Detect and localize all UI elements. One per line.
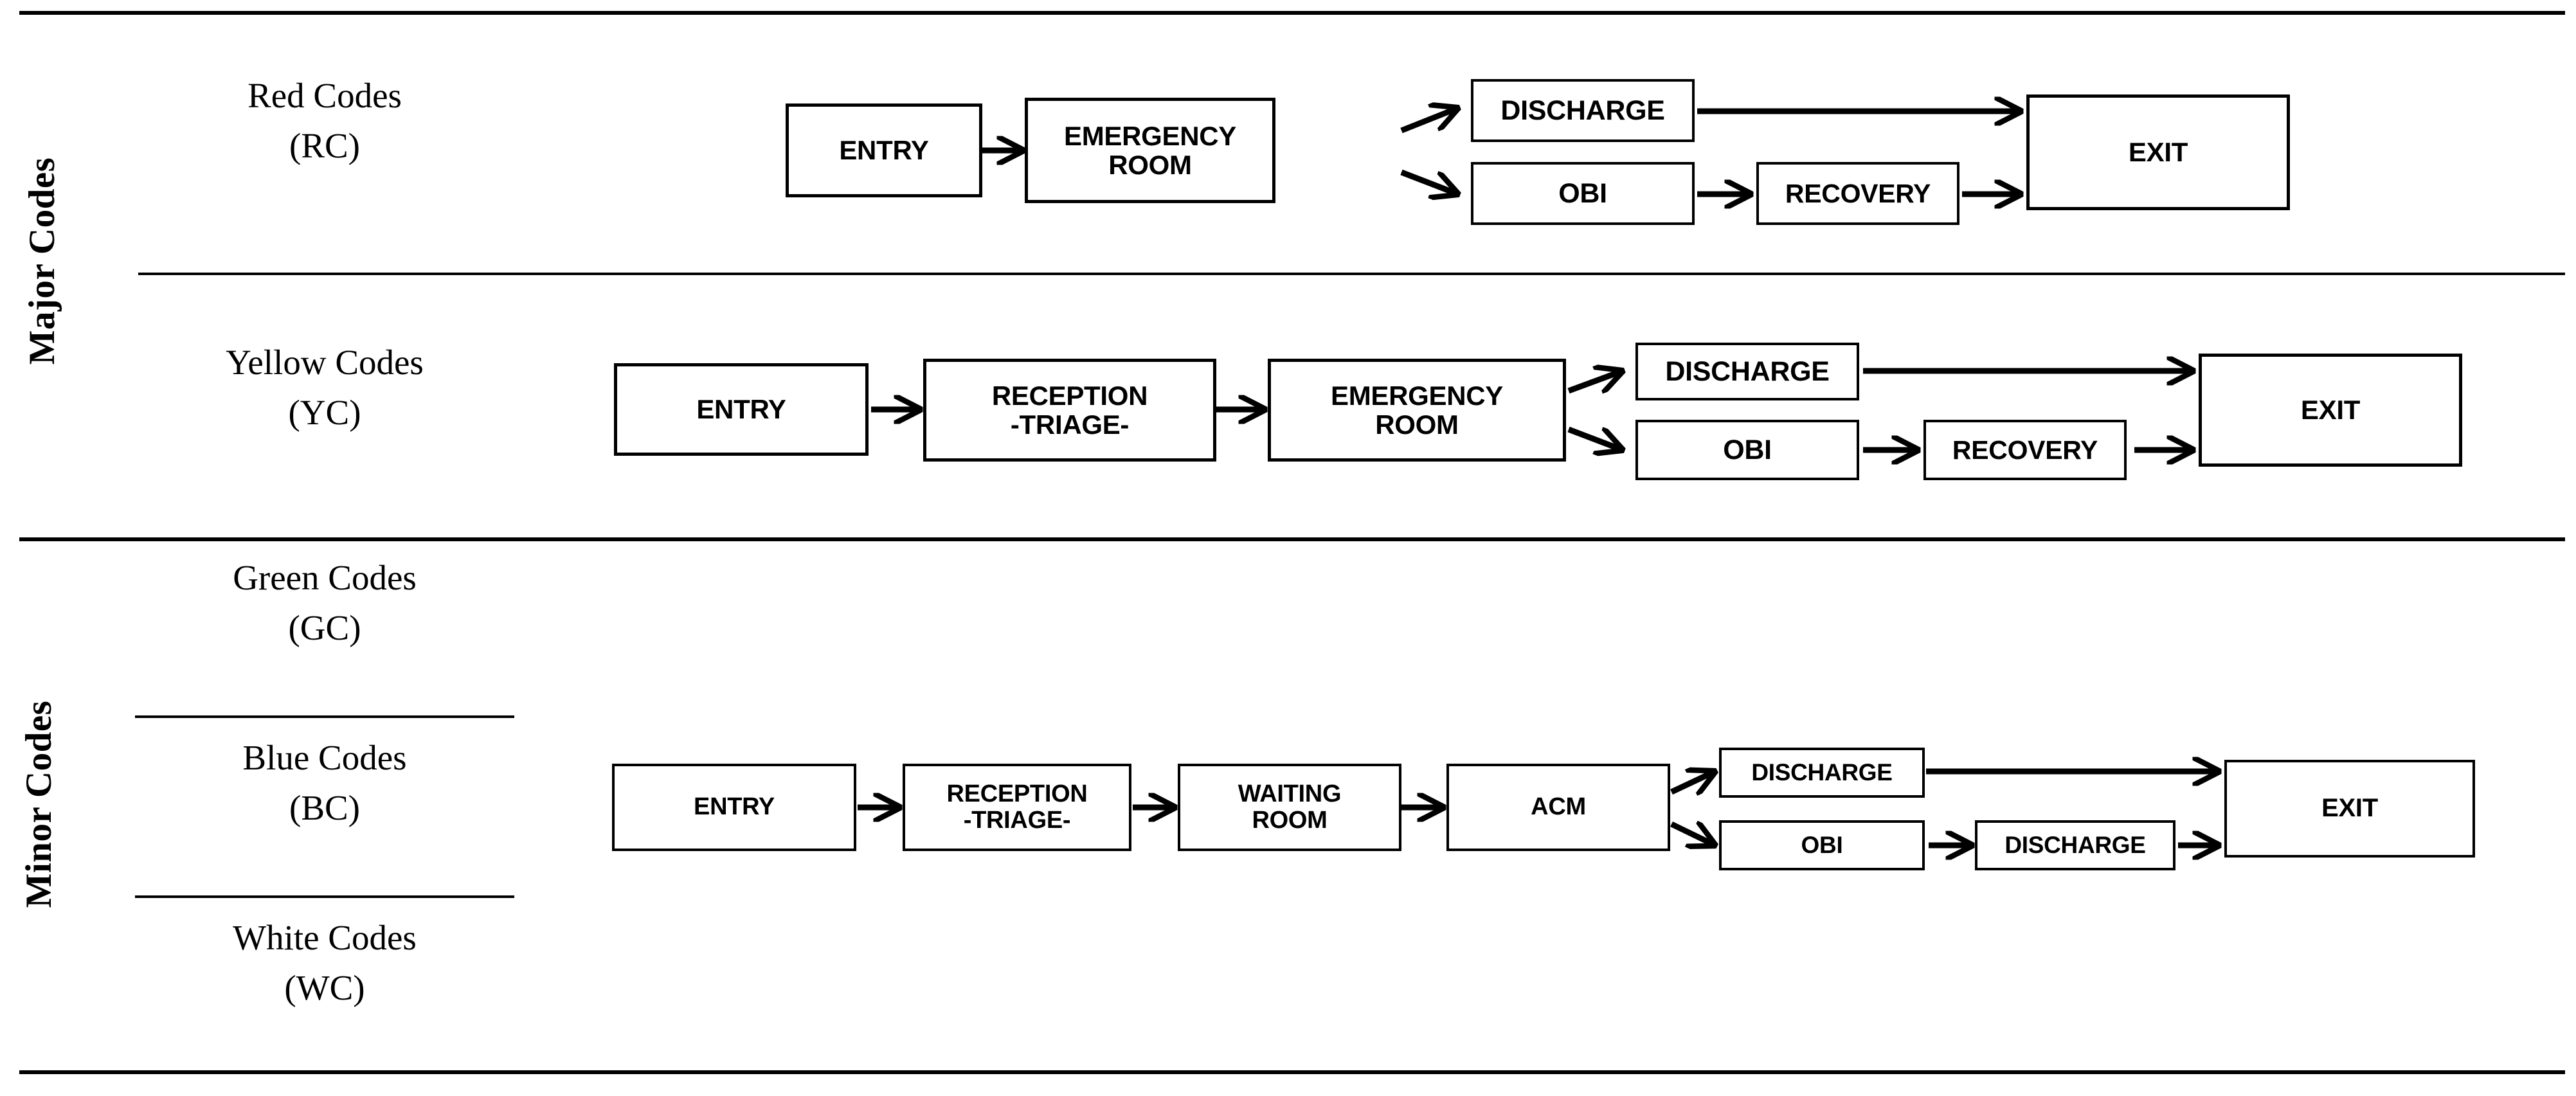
flow-node-yc-discharge[interactable]: DISCHARGE	[1635, 343, 1859, 400]
flow-node-mc-reception-triage-line1: RECEPTION	[946, 780, 1088, 807]
group-label-minor-codes: Minor Codes	[15, 669, 62, 939]
flow-node-mc-entry-label: ENTRY	[694, 793, 775, 821]
code-label-white-codes-name: White Codes	[233, 918, 417, 957]
table-bottom-border	[19, 1070, 2565, 1074]
flow-node-yc-entry[interactable]: ENTRY	[614, 363, 869, 456]
flow-node-mc-waiting-room[interactable]: WAITING ROOM	[1178, 764, 1401, 851]
flow-node-yc-reception-triage-line2: -TRIAGE-	[1010, 409, 1130, 440]
code-label-red-codes-name: Red Codes	[248, 76, 402, 115]
flow-node-mc-exit[interactable]: EXIT	[2224, 760, 2475, 858]
flow-node-rc-recovery-label: RECOVERY	[1785, 178, 1931, 208]
flow-node-rc-exit[interactable]: EXIT	[2026, 94, 2290, 210]
flow-node-mc-discharge-direct[interactable]: DISCHARGE	[1719, 748, 1925, 798]
flow-node-yc-emergency-room-line2: ROOM	[1375, 409, 1459, 440]
flow-node-mc-entry[interactable]: ENTRY	[612, 764, 856, 851]
flow-node-rc-entry[interactable]: ENTRY	[786, 103, 982, 197]
flow-node-rc-discharge[interactable]: DISCHARGE	[1471, 79, 1695, 142]
flow-node-rc-entry-label: ENTRY	[839, 135, 929, 166]
code-label-white-codes-abbr: (WC)	[284, 968, 365, 1008]
flow-node-mc-discharge-after-obi[interactable]: DISCHARGE	[1975, 820, 2175, 870]
group-label-major-codes-text: Major Codes	[21, 157, 62, 365]
group-label-major-codes: Major Codes	[19, 126, 65, 396]
arrow-rc-er-to-discharge	[1400, 108, 1458, 134]
flow-node-mc-obi-label: OBI	[1801, 832, 1843, 859]
flow-node-rc-exit-label: EXIT	[2128, 137, 2188, 168]
code-label-yellow-codes-name: Yellow Codes	[226, 343, 424, 382]
flow-node-yc-discharge-label: DISCHARGE	[1665, 355, 1830, 387]
flow-node-mc-obi[interactable]: OBI	[1719, 820, 1925, 870]
flow-node-mc-discharge-direct-label: DISCHARGE	[1751, 759, 1893, 786]
arrow-rc-er-to-obi	[1400, 169, 1458, 194]
flow-node-yc-recovery[interactable]: RECOVERY	[1923, 420, 2127, 480]
flow-node-mc-waiting-room-line2: ROOM	[1252, 807, 1328, 834]
group-label-minor-codes-text: Minor Codes	[18, 700, 59, 908]
code-label-blue-codes: Blue Codes (BC)	[132, 733, 518, 833]
flow-node-yc-reception-triage[interactable]: RECEPTION -TRIAGE-	[923, 359, 1216, 462]
flow-node-mc-discharge-after-obi-label: DISCHARGE	[2004, 832, 2146, 859]
flow-node-yc-entry-label: ENTRY	[696, 394, 786, 425]
flow-node-mc-exit-label: EXIT	[2321, 794, 2378, 823]
flow-node-rc-emergency-room-line1: EMERGENCY	[1063, 120, 1236, 151]
code-label-red-codes-abbr: (RC)	[289, 126, 360, 166]
row-divider-red-yellow	[138, 273, 2565, 275]
code-label-green-codes-name: Green Codes	[233, 558, 417, 597]
flow-node-yc-recovery-label: RECOVERY	[1952, 435, 2098, 465]
code-label-green-codes: Green Codes (GC)	[132, 553, 518, 653]
code-label-yellow-codes-abbr: (YC)	[288, 393, 361, 433]
flow-node-rc-recovery[interactable]: RECOVERY	[1756, 162, 1959, 225]
flow-node-mc-acm[interactable]: ACM	[1446, 764, 1670, 851]
table-top-border	[19, 11, 2565, 15]
flow-node-rc-obi[interactable]: OBI	[1471, 162, 1695, 225]
flow-node-mc-waiting-room-line1: WAITING	[1238, 780, 1342, 807]
flow-node-yc-emergency-room-line1: EMERGENCY	[1330, 380, 1503, 411]
code-label-white-codes: White Codes (WC)	[132, 913, 518, 1013]
flow-node-yc-obi[interactable]: OBI	[1635, 420, 1859, 480]
code-label-blue-codes-abbr: (BC)	[289, 788, 360, 828]
flow-node-yc-reception-triage-line1: RECEPTION	[991, 380, 1148, 411]
code-label-green-codes-abbr: (GC)	[288, 608, 361, 648]
arrow-mc-acm-to-discharge1	[1670, 771, 1715, 792]
flow-node-mc-acm-label: ACM	[1531, 793, 1586, 821]
row-divider-green-blue	[135, 715, 514, 718]
flow-node-rc-emergency-room[interactable]: EMERGENCY ROOM	[1025, 98, 1275, 203]
code-label-red-codes: Red Codes (RC)	[132, 71, 518, 171]
code-label-yellow-codes: Yellow Codes (YC)	[132, 337, 518, 438]
flow-node-yc-exit[interactable]: EXIT	[2199, 354, 2462, 467]
section-divider-major-minor	[19, 537, 2565, 541]
flow-node-yc-emergency-room[interactable]: EMERGENCY ROOM	[1268, 359, 1566, 462]
flow-node-rc-emergency-room-line2: ROOM	[1108, 150, 1192, 180]
flow-node-yc-exit-label: EXIT	[2300, 395, 2361, 426]
arrow-yc-er-to-obi	[1567, 426, 1623, 450]
flow-node-rc-discharge-label: DISCHARGE	[1500, 94, 1665, 126]
row-divider-blue-white	[135, 895, 514, 898]
arrow-yc-er-to-discharge	[1567, 371, 1623, 391]
code-label-blue-codes-name: Blue Codes	[242, 738, 407, 777]
flow-node-mc-reception-triage[interactable]: RECEPTION -TRIAGE-	[903, 764, 1131, 851]
flow-node-yc-obi-label: OBI	[1723, 434, 1772, 465]
flow-node-rc-obi-label: OBI	[1558, 177, 1607, 209]
arrow-mc-acm-to-obi	[1670, 824, 1715, 845]
flow-node-mc-reception-triage-line2: -TRIAGE-	[963, 807, 1071, 834]
